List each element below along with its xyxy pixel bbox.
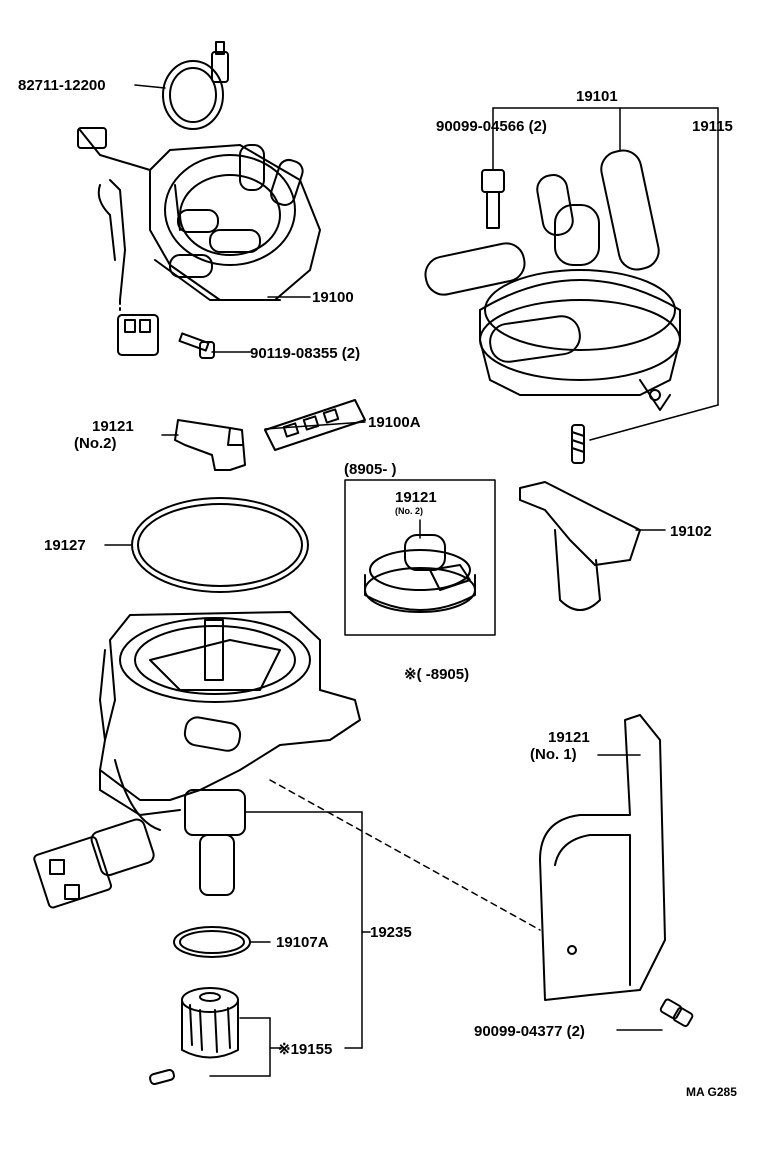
- label-90099-04377: 90099-04377 (2): [474, 1023, 585, 1040]
- label-90099-04566: 90099-04566 (2): [436, 118, 547, 135]
- label-19127: 19127: [44, 537, 86, 554]
- label-19107A: 19107A: [276, 934, 329, 951]
- label-19115: 19115: [692, 118, 733, 135]
- drive-gear-19155: [149, 987, 239, 1086]
- label-19100A: 19100A: [368, 414, 421, 431]
- label-date-from: (8905- ): [344, 461, 397, 478]
- rotor-19102: [519, 481, 666, 611]
- label-inset-no2: (No. 2): [395, 506, 423, 516]
- distributor-housing: [33, 611, 361, 909]
- bolt-90099-04566: [481, 169, 505, 229]
- label-19100: 19100: [312, 289, 354, 306]
- label-90119: 90119-08355 (2): [250, 345, 361, 362]
- label-19235: 19235: [370, 924, 412, 941]
- leader-lines-top: [134, 84, 719, 441]
- screw-90099-04377: [659, 998, 694, 1027]
- label-inset-19121: 19121: [395, 489, 437, 506]
- o-ring-19107A: [173, 926, 271, 958]
- label-strip-19100A: [264, 399, 366, 451]
- o-ring-19127: [104, 497, 309, 593]
- label-19121-no1-sub: (No. 1): [530, 746, 577, 763]
- label-82711: 82711-12200: [18, 77, 106, 94]
- label-19102: 19102: [670, 523, 712, 540]
- leader-lines-bottom: [209, 754, 663, 1077]
- signal-cover-no1: [539, 714, 666, 1001]
- label-19121-no2-number: 19121: [92, 418, 134, 435]
- inset-box: [344, 479, 496, 636]
- distributor-cap: [424, 149, 681, 411]
- drawing-code: MA G285: [686, 1085, 737, 1099]
- carbon-spring: [571, 424, 585, 464]
- signal-rotor-no2: [174, 419, 246, 471]
- distributor-assembly: [77, 127, 321, 356]
- label-19155: ※19155: [278, 1041, 333, 1058]
- label-19121-no2-sub: (No.2): [74, 435, 117, 452]
- label-date-to: ※( -8905): [404, 666, 470, 683]
- label-19121-no1-number: 19121: [548, 729, 590, 746]
- screw-90119: [178, 332, 215, 359]
- label-19101: 19101: [576, 88, 618, 105]
- hose-clamp: [162, 41, 229, 130]
